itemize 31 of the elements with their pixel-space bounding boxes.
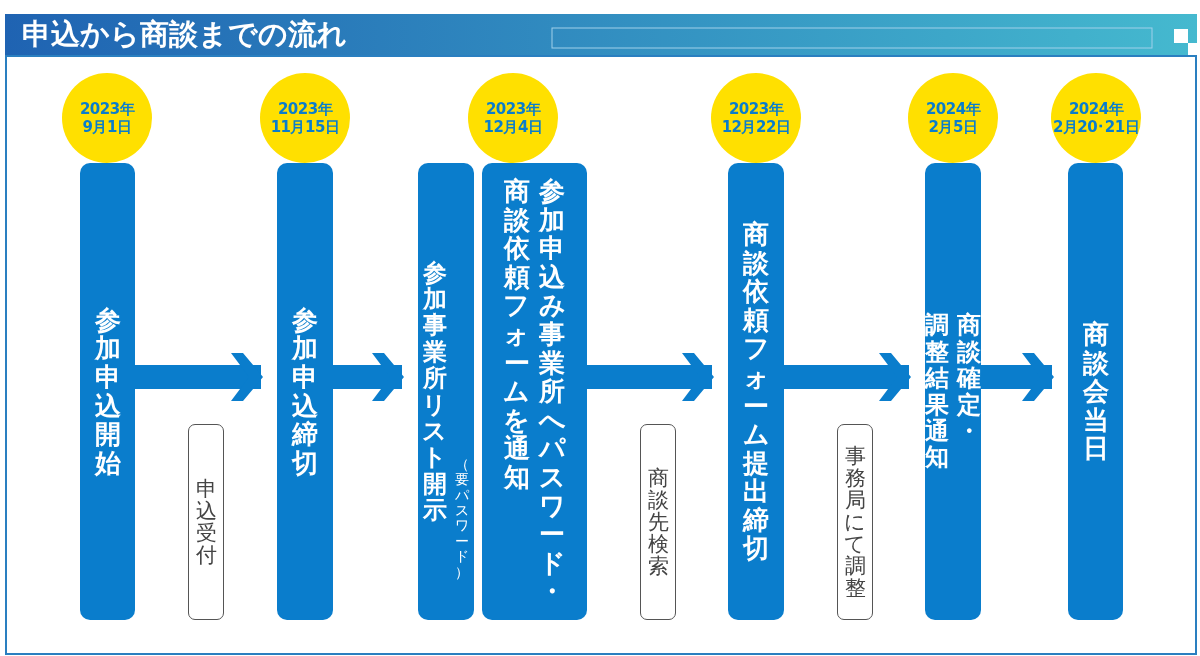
- date-text: 2024年: [925, 100, 981, 118]
- step-text: 商談依頼フォーム提出締切: [741, 219, 771, 564]
- date-text: 2024年: [1068, 100, 1124, 118]
- step-text: 商談確定・調整結果通知: [923, 312, 983, 471]
- date-text: 2023年: [728, 100, 784, 118]
- step-bar: [925, 163, 981, 620]
- date-text: 2月20･21日: [1052, 118, 1140, 136]
- note-box: 申込受付: [188, 424, 224, 620]
- step-bar: [418, 163, 474, 620]
- step-bar: [277, 163, 333, 620]
- step-bar: [728, 163, 784, 620]
- date-text: 9月1日: [82, 118, 132, 136]
- step-text: 商談会当日: [1081, 320, 1110, 463]
- date-text: 2023年: [79, 100, 135, 118]
- step-text: 参加事業所リスト開示: [421, 259, 448, 524]
- date-text: 2023年: [277, 100, 333, 118]
- date-text: 2023年: [485, 100, 541, 118]
- date-text: 12月4日: [483, 118, 543, 136]
- title: 申込から商談までの流れ: [22, 16, 347, 53]
- step-text: 参加申込開始: [93, 305, 122, 478]
- date-text: 12月22日: [721, 118, 791, 136]
- date-text: 2月5日: [928, 118, 978, 136]
- step-text: （要パスワード）: [454, 456, 471, 580]
- note-box: 事務局にて調整: [837, 424, 873, 620]
- date-text: 11月15日: [270, 118, 340, 136]
- step-bar: [1068, 163, 1123, 620]
- step-bar: [482, 163, 587, 620]
- step-text: 参加申込み事業所へパスワード・商談依頼フォームを通知: [502, 177, 567, 606]
- step-bar: [80, 163, 135, 620]
- step-text: 参加申込締切: [290, 305, 319, 478]
- note-box: 商談先検索: [640, 424, 676, 620]
